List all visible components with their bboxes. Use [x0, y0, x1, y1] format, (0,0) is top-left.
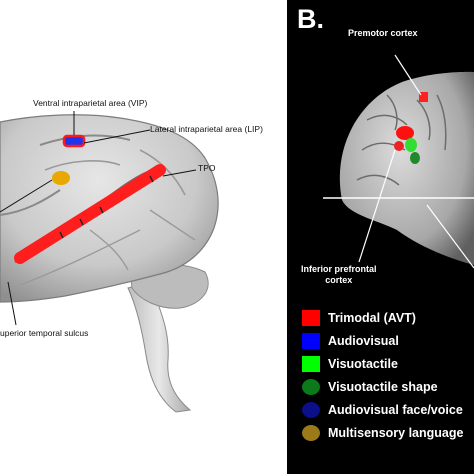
legend-item: Multisensory language	[302, 421, 474, 444]
label-ifc-line2: cortex	[325, 274, 353, 285]
region-marks	[59, 175, 154, 239]
legend-item: Visuotactile shape	[302, 375, 474, 398]
activation-red-2	[394, 141, 404, 151]
region-trimodal	[14, 164, 166, 264]
label-tpo: TPO	[198, 163, 216, 173]
legend-item: Visuotactile	[302, 352, 474, 375]
region-yellow	[52, 171, 70, 185]
legend-item: Audiovisual	[302, 329, 474, 352]
sulcus	[39, 134, 131, 146]
sulcus	[139, 149, 186, 196]
pointer-right	[426, 204, 474, 269]
activation-premotor	[419, 92, 428, 102]
sulcus	[89, 229, 129, 271]
legend-item: Trimodal (AVT)	[302, 306, 474, 329]
panel-a: Ventral intraparietal area (VIP) Lateral…	[0, 98, 263, 413]
legend-label: Audiovisual	[328, 333, 399, 348]
sulcus	[19, 229, 141, 286]
pointer-sts	[7, 281, 17, 326]
pointer-lip	[83, 129, 151, 144]
human-brain	[339, 71, 474, 265]
legend-label: Visuotactile shape	[328, 379, 438, 394]
brain-gyri	[356, 94, 447, 186]
activation-visuotactile	[405, 138, 417, 152]
sulcus	[44, 160, 121, 171]
pointer-left	[0, 179, 53, 213]
legend-swatch-audiovisual	[302, 332, 320, 349]
legend-swatch-visuotactile	[302, 355, 320, 372]
human-brain-illustration	[323, 54, 474, 269]
activation-visuotactile-shape	[410, 152, 420, 164]
activation-trimodal	[396, 126, 414, 140]
region-vip	[62, 134, 86, 148]
sulcus	[149, 209, 196, 241]
label-sts: uperior temporal sulcus	[0, 328, 89, 338]
panel-b: B. Premotor cortex Inferior prefrontal c…	[287, 0, 474, 474]
legend-swatch-trimodal	[302, 309, 320, 326]
label-lip: Lateral intraparietal area (LIP)	[150, 124, 263, 134]
pointer-premotor	[394, 54, 422, 96]
legend-label: Trimodal (AVT)	[328, 310, 416, 325]
brainstem	[127, 281, 192, 413]
panel-letter-b: B.	[297, 4, 324, 34]
legend-label: Multisensory language	[328, 425, 464, 440]
label-ifc-line1: Inferior prefrontal	[301, 264, 377, 274]
pointer-ifc	[358, 149, 396, 263]
legend-label: Visuotactile	[328, 356, 398, 371]
pointer-tpo	[162, 169, 197, 177]
sulcus	[0, 189, 61, 216]
label-vip: Ventral intraparietal area (VIP)	[33, 98, 148, 108]
label-ifc: Inferior prefrontal cortex	[301, 264, 377, 286]
legend-swatch-visuotactile-shape	[302, 378, 320, 395]
legend-item: Audiovisual face/voice	[302, 398, 474, 421]
label-premotor: Premotor cortex	[348, 28, 418, 38]
legend-swatch-audiovisual-face-voice	[302, 401, 320, 418]
legend-label: Audiovisual face/voice	[328, 402, 463, 417]
monkey-brain-illustration	[0, 111, 219, 413]
legend: Trimodal (AVT) Audiovisual Visuotactile …	[302, 306, 474, 444]
legend-swatch-multisensory-language	[302, 424, 320, 441]
